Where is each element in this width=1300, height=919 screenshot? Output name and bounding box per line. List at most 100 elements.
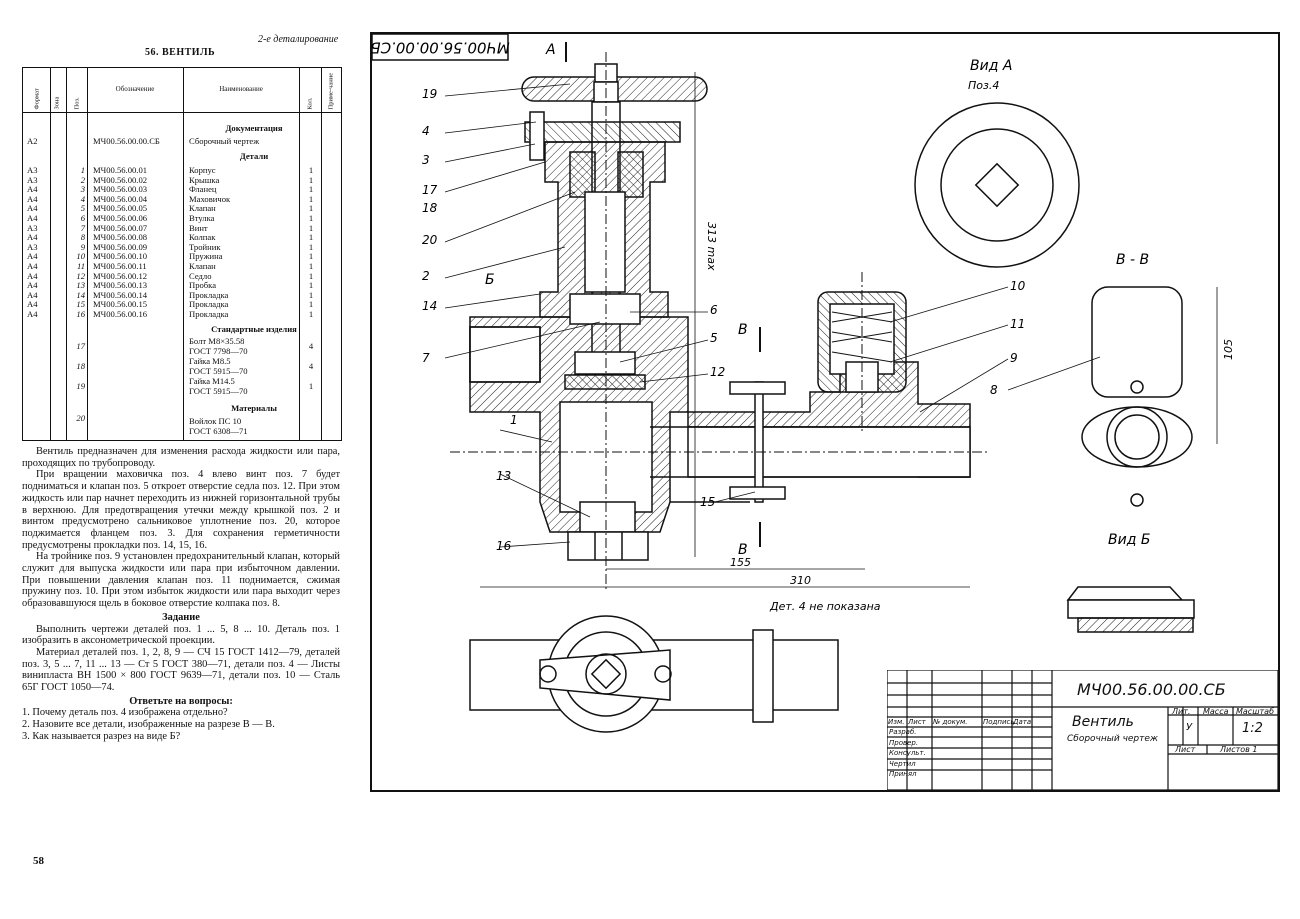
callout-7: 7: [422, 351, 430, 365]
bom-cell-format: А4: [27, 184, 38, 195]
bom-cell-qty: 1: [308, 270, 314, 281]
task-paragraph: Материал деталей поз. 1, 2, 8, 9 — СЧ 15…: [22, 646, 340, 694]
bom-section-parts: Детали: [239, 151, 269, 161]
bom-cell-name: Гайка М14.5: [189, 376, 235, 386]
callout-1: 1: [510, 413, 518, 427]
description-paragraph: Вентиль предназначен для изменения расхо…: [22, 446, 340, 469]
view-b: [1066, 586, 1195, 633]
callout-8: 8: [990, 383, 998, 397]
bom-grid-line: [50, 68, 51, 440]
drawing-note: Дет. 4 не показана: [769, 600, 881, 613]
bom-cell-pos: 2: [80, 174, 85, 185]
bom-cell-pos: 15: [76, 299, 85, 310]
stamp-code: МЧ00.56.00.00.СБ: [370, 39, 509, 57]
bom-cell-name: Винт: [189, 222, 208, 233]
bom-cell-name: Крышка: [189, 174, 220, 185]
main-section-view: [469, 63, 971, 561]
bom-cell-pos: 5: [80, 203, 85, 214]
title-block-col-label: Подпись: [983, 718, 1015, 726]
title-block-lit-value: У: [1186, 722, 1193, 733]
valve-5: [574, 351, 636, 375]
bom-standard-row-2: ГОСТ 5915—70: [23, 366, 341, 376]
title-block: МЧ00.56.00.00.СБ Вентиль Сборочный черте…: [887, 670, 1278, 790]
callout-18: 18: [422, 201, 438, 215]
bom-cell-name: Клапан: [189, 261, 216, 271]
title-block-code: МЧ00.56.00.00.СБ: [1077, 680, 1226, 699]
bom-cell-name: ГОСТ 6308—71: [189, 426, 248, 436]
page-number: 58: [33, 855, 44, 867]
bom-header-qty: Кол.: [306, 97, 314, 110]
bom-cell-designation: МЧ00.56.00.04: [93, 193, 148, 204]
bom-cell-designation: МЧ00.56.00.15: [93, 299, 148, 310]
bom-cell-name: ГОСТ 5915—70: [189, 386, 248, 396]
bom-cell-format: А4: [27, 251, 38, 262]
label-v-bottom: В: [738, 542, 748, 558]
bom-cell-format: А3: [27, 222, 38, 233]
label-b: Б: [485, 272, 495, 288]
bom-cell-designation: МЧ00.56.00.09: [93, 241, 148, 252]
bom-cell-pos: 16: [76, 309, 85, 319]
bom-cell-pos: 12: [76, 270, 85, 281]
bom-cell-name: Седло: [189, 270, 212, 281]
title-block-scale-label: Масштаб: [1236, 707, 1275, 716]
description-paragraph: При вращении маховичка поз. 4 влево винт…: [22, 469, 340, 551]
title-block-role: Принял: [889, 770, 917, 778]
callout-11: 11: [1010, 317, 1025, 331]
callout-16: 16: [496, 539, 512, 553]
bom-cell: Сборочный чертеж: [189, 136, 260, 146]
bom-cell-name: Гайка М8.5: [189, 356, 231, 366]
description-paragraph: На тройнике поз. 9 установлен предохрани…: [22, 551, 340, 610]
bom-header-format: Формат: [33, 88, 41, 110]
bom-cell-name: Прокладка: [189, 289, 229, 300]
section-title: 56. ВЕНТИЛЬ: [145, 47, 216, 58]
bom-cell-qty: 1: [308, 222, 314, 233]
bom-cell-qty: 1: [308, 299, 314, 310]
title-block-sheets: Листов 1: [1220, 745, 1258, 754]
title-block-col-label: Дата: [1013, 718, 1032, 726]
bom-table: Формат Зона Поз. Обозначение Наименовани…: [22, 67, 342, 441]
bom-cell-format: А4: [27, 261, 38, 271]
description-text: Вентиль предназначен для изменения расхо…: [22, 446, 340, 743]
bom-section-standard: Стандартные изделия: [211, 324, 297, 334]
title-block-role: Консульт.: [889, 749, 926, 757]
bom-cell-designation: МЧ00.56.00.07: [93, 222, 148, 233]
callout-2: 2: [422, 269, 430, 283]
bom-cell-pos: 6: [80, 213, 85, 223]
bom-cell-name: Колпак: [189, 232, 216, 243]
bom-cell-qty: 1: [308, 251, 314, 262]
callout-9: 9: [1010, 351, 1018, 365]
view-a-handwheel: [914, 102, 1080, 268]
title-block-role: Разраб.: [889, 728, 917, 736]
bom-cell-qty: 1: [308, 280, 314, 291]
bom-cell-qty: 1: [308, 289, 314, 300]
question-item: 1. Почему деталь поз. 4 изображена отдел…: [22, 707, 228, 719]
bom-cell-name: Фланец: [189, 184, 217, 195]
bom-cell-qty: 1: [308, 232, 314, 243]
questions-title: Ответьте на вопросы:: [129, 695, 233, 707]
bom-cell-name: Пробка: [189, 280, 217, 291]
bom-cell-designation: МЧ00.56.00.01: [93, 165, 148, 175]
flange-3: [524, 121, 681, 143]
dim-155: 155: [730, 556, 751, 569]
bom-cell-designation: МЧ00.56.00.11: [93, 261, 147, 271]
dim-313: 313 max: [705, 222, 718, 271]
task-title: Задание: [162, 611, 200, 623]
bom-cell-qty: 1: [308, 193, 314, 204]
bom-cell-qty: 1: [308, 165, 314, 175]
bom-cell-name: Прокладка: [189, 299, 229, 310]
bom-cell-qty: 1: [308, 203, 314, 214]
sheet-frame: [370, 32, 1280, 792]
bom-cell: А2: [27, 136, 38, 146]
